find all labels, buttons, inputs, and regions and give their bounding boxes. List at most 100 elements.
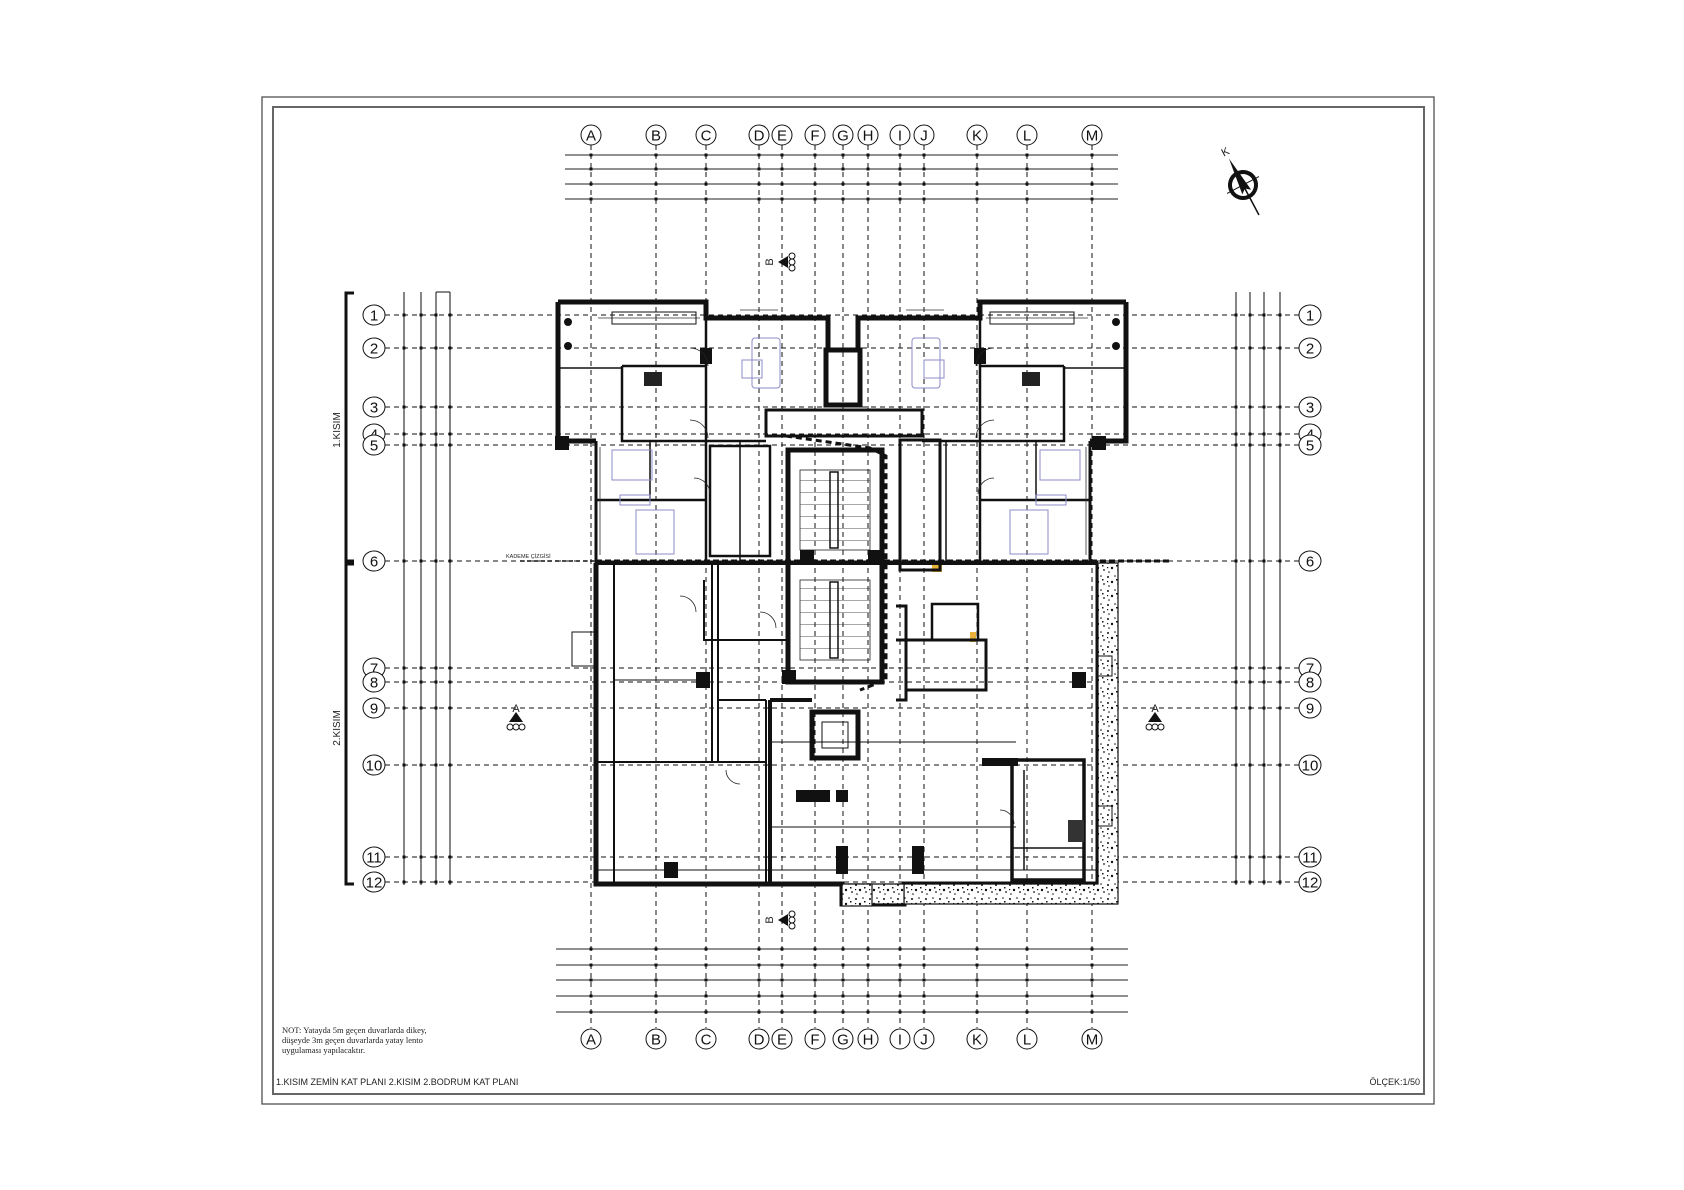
dimension-tick — [589, 197, 593, 201]
dimension-tick — [1090, 153, 1094, 157]
dimension-tick — [780, 963, 784, 967]
dimension-tick — [975, 153, 979, 157]
dimension-tick — [1248, 680, 1252, 684]
svg-text:11: 11 — [1302, 850, 1318, 867]
grid-bubble-row-11-left: 11 — [362, 846, 386, 868]
dimension-tick — [898, 1010, 902, 1014]
dimension-tick — [1278, 559, 1282, 563]
dimension-tick — [1278, 880, 1282, 884]
dimension-tick — [402, 855, 406, 859]
dimension-tick — [704, 182, 708, 186]
dimension-tick — [922, 947, 926, 951]
dimension-tick — [780, 1010, 784, 1014]
dimension-tick — [704, 153, 708, 157]
dimension-tick — [1278, 432, 1282, 436]
dimension-tick — [757, 947, 761, 951]
dimension-tick — [434, 666, 438, 670]
dimension-tick — [898, 978, 902, 982]
dimension-tick — [922, 153, 926, 157]
dimension-tick — [704, 197, 708, 201]
dimension-tick — [1025, 978, 1029, 982]
dimension-tick — [402, 706, 406, 710]
grid-bubble-row-1-right: 1 — [1298, 304, 1322, 326]
dimension-tick — [419, 346, 423, 350]
dimension-tick — [813, 994, 817, 998]
dimension-tick — [654, 947, 658, 951]
dimension-tick — [1090, 197, 1094, 201]
grid-bubble-F-top: F — [804, 124, 826, 146]
svg-text:12: 12 — [1302, 875, 1319, 892]
dimension-tick — [1262, 559, 1266, 563]
dimension-tick — [402, 313, 406, 317]
svg-text:5: 5 — [1306, 438, 1314, 455]
doors — [679, 347, 1015, 825]
svg-text:H: H — [863, 1032, 874, 1049]
grid-bubble-D-top: D — [748, 124, 770, 146]
dimension-tick — [1262, 706, 1266, 710]
svg-text:5: 5 — [370, 438, 378, 455]
svg-text:12: 12 — [366, 875, 383, 892]
svg-text:G: G — [837, 128, 849, 145]
north-arrow-icon: K — [1220, 145, 1260, 216]
dimension-tick — [757, 197, 761, 201]
svg-text:3: 3 — [370, 400, 378, 417]
svg-text:10: 10 — [366, 758, 383, 775]
dimension-tick — [434, 313, 438, 317]
dimension-tick — [589, 167, 593, 171]
dimension-tick — [1262, 855, 1266, 859]
dimension-tick — [448, 346, 452, 350]
dimension-tick — [866, 197, 870, 201]
dimension-tick — [1248, 706, 1252, 710]
dimension-tick — [757, 1010, 761, 1014]
dimension-tick — [1090, 182, 1094, 186]
dimension-tick — [866, 947, 870, 951]
dimension-tick — [434, 346, 438, 350]
general-note: NOT: Yatayda 5m geçen duvarlarda dikey, … — [282, 1025, 427, 1055]
svg-text:E: E — [777, 1032, 787, 1049]
drawing-scale: ÖLÇEK:1/50 — [1369, 1077, 1420, 1087]
dimension-tick — [975, 978, 979, 982]
dimension-tick — [780, 167, 784, 171]
grid-bubble-row-8-right: 8 — [1298, 671, 1322, 693]
grid-bubble-H-bottom: H — [857, 1028, 879, 1050]
grid-bubble-row-9-right: 9 — [1298, 697, 1322, 719]
dimension-tick — [1262, 432, 1266, 436]
grid-bubble-row-6-right: 6 — [1298, 550, 1322, 572]
stair-core — [708, 434, 942, 692]
svg-text:G: G — [837, 1032, 849, 1049]
dimension-tick — [402, 763, 406, 767]
dimension-tick — [975, 197, 979, 201]
dimension-tick — [419, 880, 423, 884]
part1-label: 1.KISIM — [332, 412, 343, 448]
dimension-tick — [813, 947, 817, 951]
dimension-tick — [654, 197, 658, 201]
dimension-tick — [975, 963, 979, 967]
dimension-tick — [1025, 994, 1029, 998]
section-marker-b-bottom: B — [764, 910, 796, 930]
dimension-tick — [654, 963, 658, 967]
section-marker-a-left: A — [506, 703, 526, 731]
dimension-tick — [1248, 763, 1252, 767]
dimension-tick — [402, 443, 406, 447]
dimension-tick — [975, 1010, 979, 1014]
svg-text:K: K — [972, 128, 982, 145]
dimension-tick — [841, 167, 845, 171]
dimension-tick — [1234, 346, 1238, 350]
svg-text:2: 2 — [370, 341, 378, 358]
grid-bubble-K-top: K — [966, 124, 988, 146]
dimension-tick — [1025, 153, 1029, 157]
svg-text:E: E — [777, 128, 787, 145]
svg-text:K: K — [972, 1032, 982, 1049]
dimension-tick — [1278, 405, 1282, 409]
grid-bubble-row-5-right: 5 — [1298, 434, 1322, 456]
dimension-tick — [419, 706, 423, 710]
dimension-tick — [419, 763, 423, 767]
grid-bubble-L-top: L — [1016, 124, 1038, 146]
dimension-tick — [757, 978, 761, 982]
dimension-tick — [1262, 405, 1266, 409]
inner-frame — [272, 106, 1425, 1095]
svg-text:B: B — [651, 128, 661, 145]
note-line-3: uygulaması yapılacaktır. — [282, 1045, 365, 1055]
building-plan: KADEME ÇİZGİSİ — [506, 299, 1170, 907]
dimension-tick — [1090, 978, 1094, 982]
